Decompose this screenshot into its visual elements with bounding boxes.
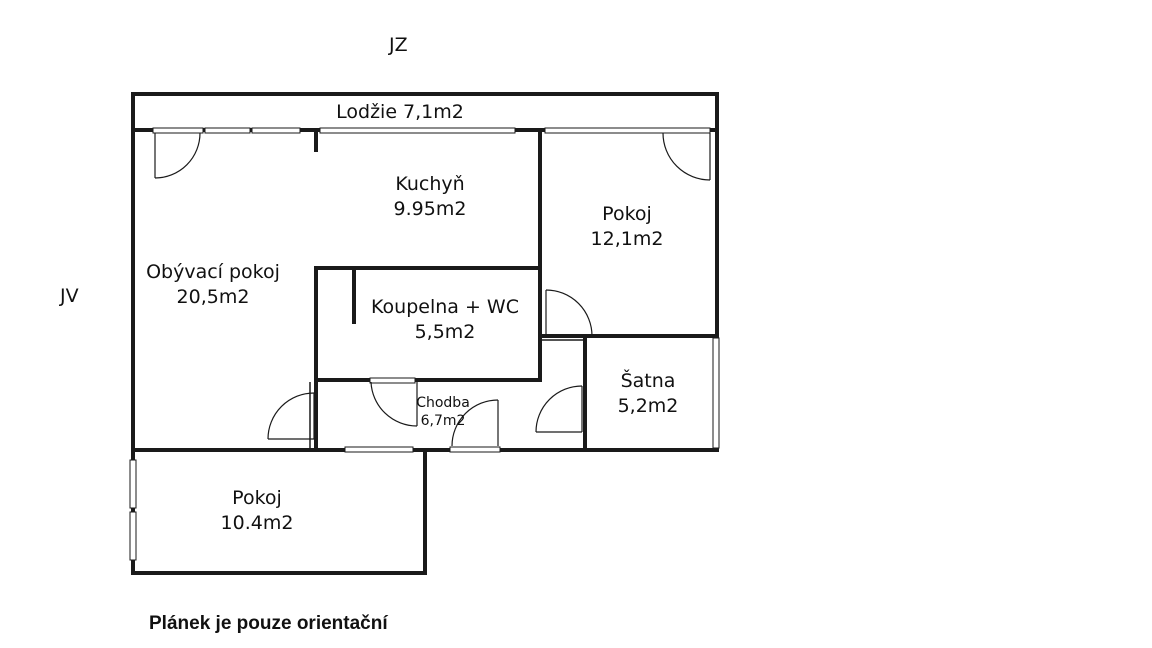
compass-label-top: JZ <box>389 34 408 56</box>
door-living-corridor <box>267 392 315 440</box>
room-label-pokoj-south: Pokoj 10.4m2 <box>221 486 294 536</box>
room-label-obyvaci: Obývací pokoj 20,5m2 <box>146 260 280 310</box>
room-area-chodba: 6,7m2 <box>420 413 466 429</box>
door-satna <box>535 385 583 433</box>
door-bathroom <box>370 381 418 427</box>
window-loggia-4 <box>319 127 516 134</box>
door-opening-pokoj-south <box>344 446 414 453</box>
room-label-koupelna: Koupelna + WC 5,5m2 <box>371 295 519 345</box>
compass-label-left: JV <box>60 285 79 307</box>
room-label-chodba: Chodba 6,7m2 <box>416 394 470 430</box>
room-label-satna: Šatna 5,2m2 <box>618 369 679 419</box>
window-loggia-2 <box>204 127 251 134</box>
window-loggia-1 <box>152 127 204 134</box>
room-name-obyvaci: Obývací pokoj <box>146 261 280 283</box>
window-loggia-5 <box>544 127 711 134</box>
room-label-pokoj-east: Pokoj 12,1m2 <box>591 202 664 252</box>
room-name-chodba: Chodba <box>416 395 470 411</box>
room-label-kuchyn: Kuchyň 9.95m2 <box>394 172 467 222</box>
room-name-koupelna: Koupelna + WC <box>371 296 519 318</box>
wall-bathroom <box>314 266 542 382</box>
room-name-kuchyn: Kuchyň <box>395 173 465 195</box>
room-area-pokoj-south: 10.4m2 <box>220 512 294 534</box>
room-area-satna: 5,2m2 <box>617 395 679 417</box>
door-opening-bathroom <box>369 377 416 384</box>
door-corridor-pokoj-south <box>451 399 499 447</box>
window-pokoj-south-2 <box>129 511 137 561</box>
door-opening-corridor <box>449 446 501 453</box>
door-pokoj-east-loggia <box>662 132 711 181</box>
room-area-obyvaci: 20,5m2 <box>176 286 250 308</box>
room-label-lodzie: Lodžie 7,1m2 <box>336 101 464 123</box>
door-living-loggia <box>154 132 201 179</box>
window-loggia-3 <box>251 127 301 134</box>
room-area-koupelna: 5,5m2 <box>414 321 476 343</box>
door-pokoj-east <box>545 289 593 337</box>
room-name-pokoj-south: Pokoj <box>232 487 282 509</box>
disclaimer-text: Plánek je pouze orientační <box>149 613 388 634</box>
room-area-pokoj-east: 12,1m2 <box>590 228 664 250</box>
room-name-satna: Šatna <box>620 370 676 392</box>
window-satna <box>712 337 720 449</box>
window-pokoj-south-1 <box>129 459 137 509</box>
room-area-kuchyn: 9.95m2 <box>393 198 467 220</box>
room-name-pokoj-east: Pokoj <box>602 203 652 225</box>
